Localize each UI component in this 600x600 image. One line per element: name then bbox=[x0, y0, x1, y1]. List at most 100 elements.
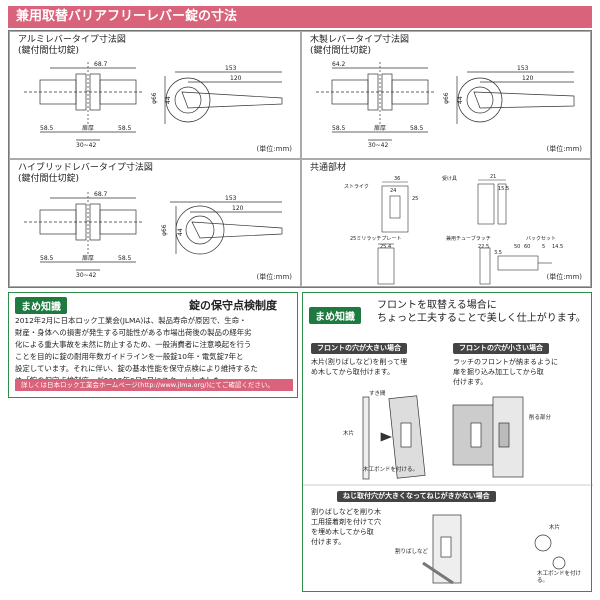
wood-dim-44: 44 bbox=[457, 96, 464, 104]
tips-heading-line: ちょっと工夫することで美しく仕上がります。 bbox=[377, 313, 586, 324]
aluminum-lever-panel: アルミレバータイプ寸法図 (鍵付間仕切錠) 153 bbox=[9, 31, 301, 159]
big-hole-text: 木片(割りばしなど)を削って埋 bbox=[311, 358, 408, 366]
screw-hole-text: 工用接着剤を付けて穴 bbox=[311, 518, 381, 526]
gap-label: すき間 bbox=[369, 391, 386, 397]
page-title: 兼用取替バリアフリーレバー錠の寸法 bbox=[8, 6, 592, 28]
screw-hole-title: ねじ取付穴が大きくなってねじがきかない場合 bbox=[337, 491, 496, 502]
screw-hole-text: 割りばしなどを削り木 bbox=[311, 508, 381, 516]
hybrid-lever-drawing: 153 120 68.7 58.5 58.5 扉厚 30~42 φ66 44 bbox=[24, 191, 283, 279]
strike-dim-24: 24 bbox=[390, 188, 396, 194]
common-panel-title: 共通部材 bbox=[310, 163, 347, 173]
mame-line: 財産・身体への損害が発生する可能性がある市場出荷後の製品の経年劣 bbox=[15, 328, 252, 337]
wood-door-label: 扉厚 bbox=[374, 124, 386, 132]
screw-hole-text: を埋め木してから取 bbox=[311, 528, 374, 536]
wood-panel-title: 木製レバータイプ寸法図 bbox=[310, 35, 410, 45]
hybrid-dim-44: 44 bbox=[177, 228, 184, 236]
aluminum-dim-d66: φ66 bbox=[151, 92, 158, 104]
mame-badge: まめ知識 bbox=[15, 297, 67, 314]
aluminum-range: 30~42 bbox=[76, 142, 96, 149]
chopstick-label: 割りばしなど bbox=[395, 549, 429, 555]
strike-label: ストライク bbox=[344, 184, 369, 190]
backset-dim-50: 50 bbox=[514, 244, 520, 250]
aluminum-dim-68: 68.7 bbox=[94, 61, 108, 68]
front-replacement-tips: まめ知識 フロントを取替える場合に ちょっと工夫することで美しく仕上がります。 … bbox=[302, 292, 593, 592]
tips-badge: まめ知識 bbox=[309, 307, 361, 324]
wood-dim-b2: 58.5 bbox=[410, 125, 424, 132]
hybrid-dim-b1: 58.5 bbox=[40, 255, 54, 262]
aluminum-lever-drawing: 153 120 68.7 58.5 58.5 扉厚 30~42 φ66 44 bbox=[24, 61, 283, 149]
wood-dim-d66: φ66 bbox=[443, 92, 450, 104]
big-hole-title: フロントの穴が大きい場合 bbox=[311, 343, 407, 354]
bond-label: 木工ボンドを付ける。 bbox=[363, 467, 419, 473]
backset-dim-5: 5 bbox=[542, 244, 545, 250]
strike-dim-25: 25 bbox=[412, 196, 418, 202]
maintenance-info-box: まめ知識 錠の保守点検制度 2012年2月に日本ロック工業会(JLMA)は、製品… bbox=[8, 292, 298, 398]
tips-heading: フロントを取替える場合に ちょっと工夫することで美しく仕上がります。 bbox=[377, 299, 586, 325]
aluminum-unit: (単位:mm) bbox=[256, 145, 292, 153]
screw-bond-label: 木工ボンドを付ける。 bbox=[537, 571, 582, 584]
common-unit: (単位:mm) bbox=[546, 273, 582, 281]
cut-area-label: 削る部分 bbox=[529, 415, 552, 421]
tips-illustrations bbox=[303, 395, 593, 585]
hybrid-dim-d66: φ66 bbox=[161, 224, 168, 236]
common-parts-drawing: ストライク 36 24 25 受け具 21 15.5 25ミリラッチプレート 2… bbox=[344, 174, 563, 285]
wood-dim-153: 153 bbox=[517, 65, 529, 72]
aluminum-dim-b2: 58.5 bbox=[118, 125, 132, 132]
aluminum-dim-120: 120 bbox=[230, 75, 242, 82]
aluminum-door-label: 扉厚 bbox=[82, 124, 94, 132]
latch-plate-dim: 25.4 bbox=[380, 244, 391, 250]
wood-piece-label: 木片 bbox=[343, 431, 355, 437]
wood-dim-b1: 58.5 bbox=[332, 125, 346, 132]
mame-line: 2012年2月に日本ロック工業会(JLMA)は、製品寿命が原因で、生命・ bbox=[15, 316, 247, 325]
aluminum-dim-153: 153 bbox=[225, 65, 237, 72]
hybrid-range: 30~42 bbox=[76, 272, 96, 279]
hybrid-panel-title: ハイブリッドレバータイプ寸法図 bbox=[18, 163, 153, 173]
small-hole-title: フロントの穴が小さい場合 bbox=[453, 343, 549, 354]
backset-dim-14: 14.5 bbox=[552, 244, 563, 250]
receiver-dim-15: 15.5 bbox=[498, 186, 509, 192]
mame-line: 設定しています。それに伴い、錠の基本性能を保守点検により維持するた bbox=[15, 364, 258, 373]
small-hole-text: 扉を掘り込み加工してから取 bbox=[453, 368, 544, 376]
receiver-dim-21: 21 bbox=[490, 174, 496, 180]
tube-latch-dim-22: 22.5 bbox=[478, 244, 489, 250]
hybrid-dim-120: 120 bbox=[232, 205, 244, 212]
dimension-grid: アルミレバータイプ寸法図 (鍵付間仕切錠) 153 bbox=[8, 30, 592, 288]
receiver-label: 受け具 bbox=[442, 175, 457, 182]
wood-lever-panel: 木製レバータイプ寸法図 (鍵付間仕切錠) 153 bbox=[301, 31, 591, 159]
aluminum-dim-b1: 58.5 bbox=[40, 125, 54, 132]
hybrid-panel-subtitle: (鍵付間仕切錠) bbox=[18, 174, 80, 184]
tips-heading-line: フロントを取替える場合に bbox=[377, 300, 497, 311]
screw-wood-label: 木片 bbox=[549, 525, 561, 531]
small-hole-text: 付けます。 bbox=[453, 378, 488, 386]
small-hole-text: ラッチのフロントが納まるように bbox=[453, 358, 558, 366]
tube-latch-label: 兼用チューブラッチ bbox=[446, 235, 491, 242]
hybrid-lever-panel: ハイブリッドレバータイプ寸法図 (鍵付間仕切錠) 153 bbox=[9, 159, 301, 287]
hybrid-door-label: 扉厚 bbox=[82, 254, 94, 262]
backset-label: バックセット bbox=[526, 236, 556, 242]
wood-dim-64: 64.2 bbox=[332, 61, 346, 68]
mame-line: ことを目的に錠の耐用年数ガイドラインを一般錠10年・電気錠7年と bbox=[15, 352, 244, 361]
big-hole-text: め木してから取付けます。 bbox=[311, 368, 395, 376]
wood-lever-drawing: 153 120 64.2 58.5 58.5 扉厚 30~42 φ66 44 bbox=[316, 61, 575, 149]
hybrid-dim-68: 68.7 bbox=[94, 191, 108, 198]
hybrid-dim-b2: 58.5 bbox=[118, 255, 132, 262]
wood-panel-subtitle: (鍵付間仕切錠) bbox=[310, 46, 372, 56]
latch-plate-label: 25ミリラッチプレート bbox=[350, 236, 401, 242]
tube-latch-dim-3: 3.5 bbox=[494, 250, 502, 256]
aluminum-panel-title: アルミレバータイプ寸法図 bbox=[18, 35, 126, 45]
jlma-link-banner[interactable]: 詳しくは日本ロック工業会ホームページ(http://www.jlma.org/)… bbox=[15, 379, 293, 391]
wood-dim-120: 120 bbox=[522, 75, 534, 82]
hybrid-unit: (単位:mm) bbox=[256, 273, 292, 281]
aluminum-panel-subtitle: (鍵付間仕切錠) bbox=[18, 46, 80, 56]
common-parts-panel: 共通部材 ストライク 36 24 25 受け具 21 15.5 25 bbox=[301, 159, 591, 287]
wood-range: 30~42 bbox=[368, 142, 388, 149]
mame-line: 化による重大事故を未然に防止するため、一般消費者に注意喚起を行う bbox=[15, 340, 252, 349]
hybrid-dim-153: 153 bbox=[225, 195, 237, 202]
mame-title: 錠の保守点検制度 bbox=[189, 299, 277, 312]
wood-unit: (単位:mm) bbox=[546, 145, 582, 153]
strike-dim-36: 36 bbox=[394, 176, 400, 182]
screw-hole-text: 付けます。 bbox=[311, 538, 346, 546]
aluminum-dim-44: 44 bbox=[165, 96, 172, 104]
mame-body: 2012年2月に日本ロック工業会(JLMA)は、製品寿命が原因で、生命・ 財産・… bbox=[15, 315, 293, 387]
backset-dim-60: 60 bbox=[524, 244, 530, 250]
